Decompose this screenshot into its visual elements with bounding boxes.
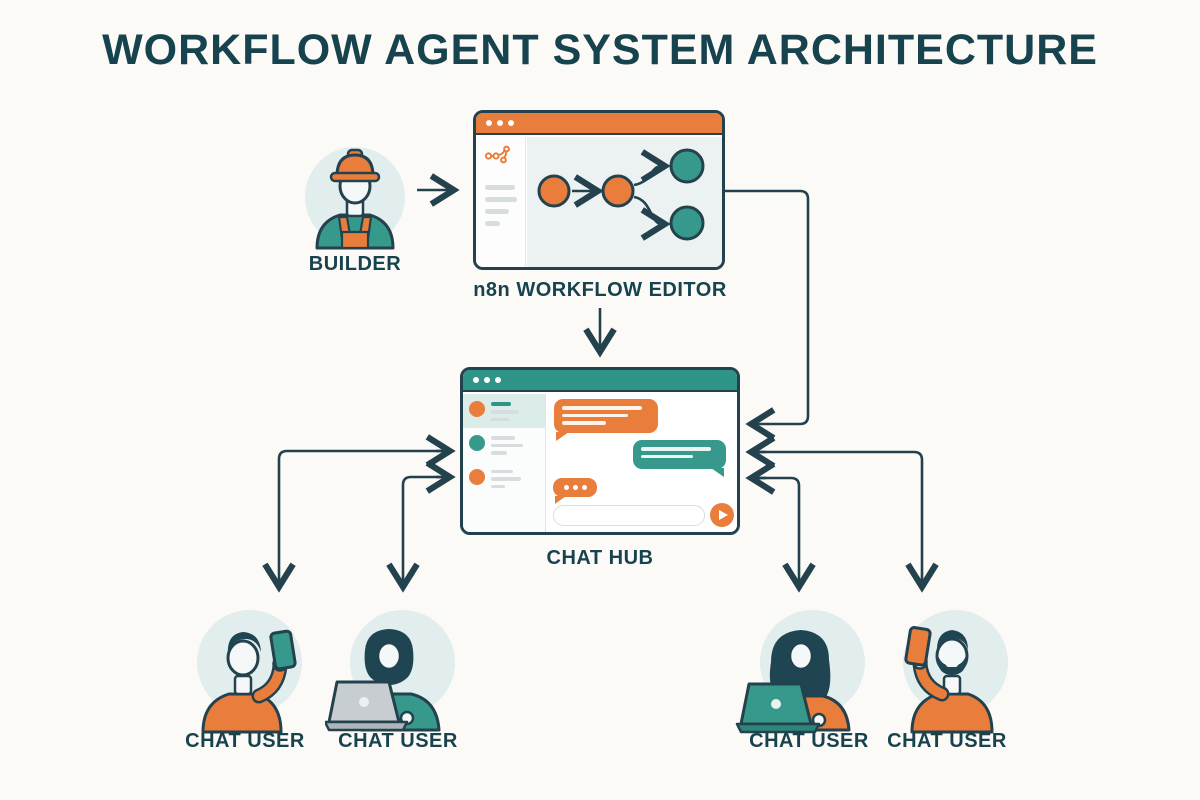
chat-user-laptop-icon: [735, 630, 851, 734]
contact-item: [463, 428, 545, 462]
chat-bubble-outgoing: [554, 399, 658, 433]
menu-line: [485, 185, 515, 190]
window-dot: [486, 120, 492, 126]
chat-hub-label: CHAT HUB: [546, 547, 654, 569]
chat-bubble-incoming: [633, 440, 726, 469]
editor-titlebar: [476, 113, 722, 135]
contact-item: [463, 394, 545, 428]
contact-avatar: [469, 468, 485, 485]
contact-item: [463, 462, 545, 496]
hub-chat-area: [547, 394, 737, 532]
send-icon: [718, 510, 728, 520]
contact-lines: [491, 469, 521, 488]
contact-avatar: [469, 435, 485, 451]
n8n-editor-window: [473, 110, 725, 270]
chat-user-laptop-icon: [325, 629, 441, 732]
chat-user-3-figure: [735, 602, 880, 737]
message-input[interactable]: [553, 505, 705, 526]
window-dot: [484, 377, 490, 383]
chat-hub-window: [460, 367, 740, 535]
connector-hub-user1: [279, 449, 447, 584]
connector-hub-user2: [403, 475, 447, 584]
builder-icon: [315, 148, 395, 250]
hub-titlebar: [463, 370, 737, 392]
chat-user-2-label: CHAT USER: [338, 730, 458, 752]
editor-canvas: [527, 137, 722, 267]
window-dot: [495, 377, 501, 383]
contact-lines: [491, 435, 523, 455]
menu-line: [485, 197, 517, 202]
editor-sidebar: [476, 137, 526, 267]
contact-lines: [491, 401, 519, 421]
chat-user-1-figure: [185, 602, 315, 737]
chat-user-phone-icon: [201, 629, 297, 734]
connector-hub-user3: [753, 476, 799, 584]
menu-line: [485, 221, 500, 226]
typing-indicator-bubble: [553, 478, 597, 497]
n8n-logo-icon: [484, 145, 510, 164]
builder-figure: [295, 140, 415, 255]
editor-label: n8n WORKFLOW EDITOR: [473, 279, 727, 301]
editor-menu-lines: [485, 185, 517, 226]
chat-user-2-figure: [325, 602, 470, 737]
chat-user-3-label: CHAT USER: [749, 730, 869, 752]
window-dot: [508, 120, 514, 126]
contact-avatar: [469, 401, 485, 417]
chat-user-4-figure: [888, 600, 1023, 737]
hub-contact-list: [463, 394, 546, 532]
page-title: WORKFLOW AGENT SYSTEM ARCHITECTURE: [102, 26, 1098, 74]
window-dot: [473, 377, 479, 383]
connector-hub-user4: [753, 450, 922, 584]
send-button[interactable]: [710, 503, 734, 527]
chat-user-1-label: CHAT USER: [185, 730, 305, 752]
chat-user-phone-icon: [904, 626, 994, 734]
menu-line: [485, 209, 509, 214]
window-dot: [497, 120, 503, 126]
builder-label: BUILDER: [308, 253, 402, 275]
chat-user-4-label: CHAT USER: [887, 730, 1007, 752]
